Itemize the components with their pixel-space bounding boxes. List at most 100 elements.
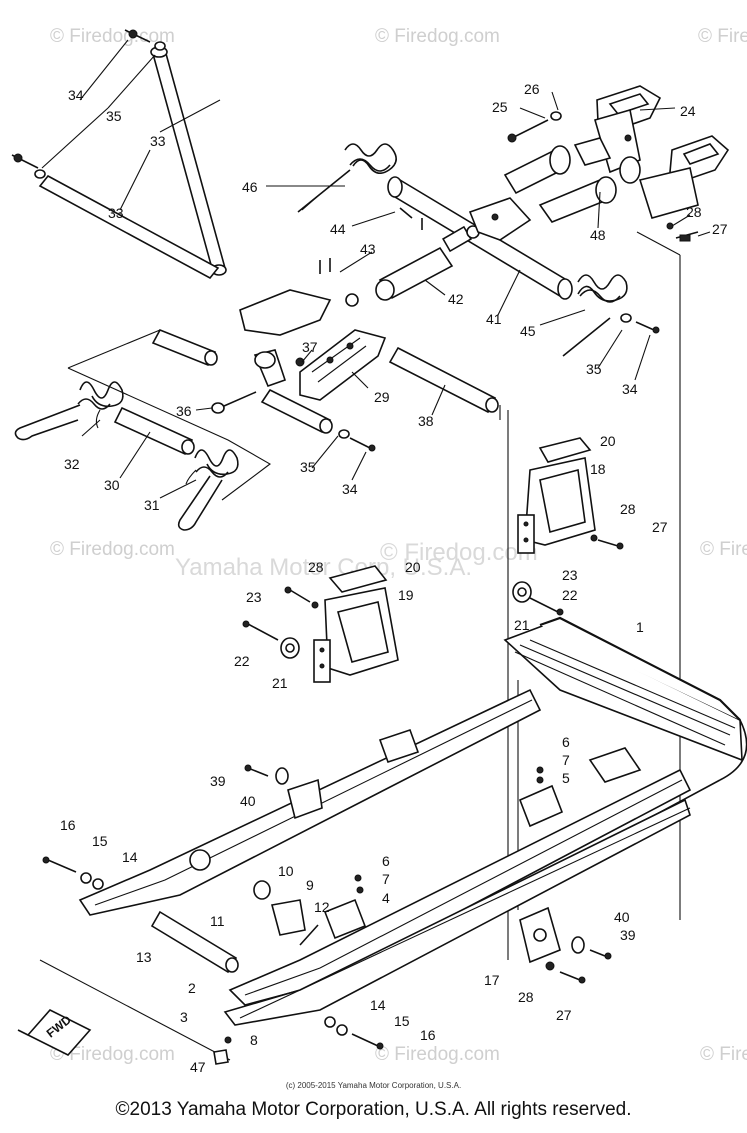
lower-tube-arm — [151, 328, 333, 434]
bracket-39-40-right — [571, 936, 612, 960]
spring-32 — [14, 381, 124, 441]
part-label: 26 — [524, 81, 540, 97]
part-labels: 1 2 3 4 5 6 6 7 7 8 9 10 11 12 13 14 14 … — [60, 81, 728, 1075]
part-label: 33 — [150, 133, 166, 149]
bolt-27-28-lower — [545, 961, 586, 984]
part-label: 39 — [620, 927, 636, 943]
part-label: 34 — [342, 481, 358, 497]
small-copyright: (c) 2005-2015 Yamaha Motor Corporation, … — [285, 1081, 462, 1090]
bolts-27-28-brackets — [284, 534, 624, 609]
part-label: 7 — [562, 752, 570, 768]
front-arm-29 — [239, 289, 387, 401]
watermark-bottom-left: © Firedog.com — [50, 1044, 175, 1065]
watermark-mid-left: © Firedog.com — [50, 539, 175, 560]
part-label: 32 — [64, 456, 80, 472]
watermark-top-right: © Firedog.com — [698, 26, 747, 47]
part-label: 47 — [190, 1059, 206, 1075]
part-label: 4 — [382, 890, 390, 906]
part-label: 27 — [712, 221, 728, 237]
bolts-14-15-16 — [42, 856, 384, 1050]
part-label: 43 — [360, 241, 376, 257]
part-label: 19 — [398, 587, 414, 603]
mount-17 — [519, 906, 561, 964]
part-label: 3 — [180, 1009, 188, 1025]
part-label: 17 — [484, 972, 500, 988]
part-label: 42 — [448, 291, 464, 307]
cross-tubes-48 — [503, 137, 641, 223]
part-label: 6 — [382, 853, 390, 869]
part-label: 6 — [562, 734, 570, 750]
part-label: 41 — [486, 311, 502, 327]
part-label: 34 — [622, 381, 638, 397]
group-lines-left — [67, 329, 271, 501]
bracket-24-right — [638, 135, 730, 219]
watermarks: © Firedog.com © Firedog.com © Firedog.co… — [50, 26, 747, 1065]
wheel-bracket-18 — [517, 437, 596, 554]
part-label: 46 — [242, 179, 258, 195]
part-label: 11 — [210, 913, 225, 929]
part-label: 24 — [680, 103, 696, 119]
part-label: 48 — [590, 227, 606, 243]
shock-absorber-42 — [375, 225, 480, 301]
part-label: 40 — [240, 793, 256, 809]
part-label: 21 — [514, 617, 530, 633]
part-label: 39 — [210, 773, 226, 789]
eye-bolt-36 — [211, 391, 257, 414]
parts-8-47 — [213, 1036, 232, 1065]
part-label: 22 — [562, 587, 578, 603]
part-label: 15 — [394, 1013, 410, 1029]
part-label: 27 — [652, 519, 668, 535]
part-label: 8 — [250, 1032, 258, 1048]
tube-13 — [150, 910, 239, 974]
part-label: 34 — [68, 87, 84, 103]
fwd-arrow: FWD — [17, 1009, 92, 1056]
part-label: 2 — [188, 980, 196, 996]
wheel-21-right — [512, 581, 564, 616]
watermark-center-site: © Firedog.com — [380, 539, 538, 566]
spring-46 — [297, 143, 397, 213]
part-label: 20 — [600, 433, 616, 449]
upper-shaft-41 — [387, 176, 573, 300]
part-label: 35 — [106, 108, 122, 124]
part-label: 16 — [420, 1027, 436, 1043]
part-label: 23 — [562, 567, 578, 583]
part-label: 14 — [370, 997, 386, 1013]
part-label: 9 — [306, 877, 314, 893]
part-label: 38 — [418, 413, 434, 429]
tube-30 — [113, 406, 195, 456]
part-label: 7 — [382, 871, 390, 887]
footer-copyright: ©2013 Yamaha Motor Corporation, U.S.A. A… — [115, 1099, 632, 1120]
nut-37 — [295, 357, 305, 367]
part-label: 13 — [136, 949, 152, 965]
part-label: 23 — [246, 589, 262, 605]
wheel-bracket-19 — [313, 565, 399, 683]
part-label: 18 — [590, 461, 606, 477]
watermark-top-left: © Firedog.com — [50, 26, 175, 47]
bolt-27-28-upper — [666, 222, 699, 242]
tube-38 — [388, 346, 499, 414]
wheel-21-left — [242, 620, 300, 659]
part-label: 37 — [302, 339, 318, 355]
part-label: 44 — [330, 221, 346, 237]
part-label: 29 — [374, 389, 390, 405]
watermark-top-center: © Firedog.com — [375, 26, 500, 47]
bracket-39-40-left — [244, 764, 323, 820]
part-label: 30 — [104, 477, 120, 493]
part-label: 20 — [405, 559, 421, 575]
part-label: 45 — [520, 323, 536, 339]
part-label: 12 — [314, 899, 330, 915]
part-label: 36 — [176, 403, 192, 419]
part-label: 1 — [636, 619, 644, 635]
rear-shaft-33 — [11, 29, 227, 280]
part-label: 15 — [92, 833, 108, 849]
part-label: 35 — [586, 361, 602, 377]
part-label: 22 — [234, 653, 250, 669]
spring-45 — [562, 274, 628, 357]
part-label: 16 — [60, 817, 76, 833]
leader-lines — [41, 39, 711, 499]
part-label: 35 — [300, 459, 316, 475]
part-label: 14 — [122, 849, 138, 865]
part-label: 10 — [278, 863, 294, 879]
part-label: 33 — [108, 205, 124, 221]
